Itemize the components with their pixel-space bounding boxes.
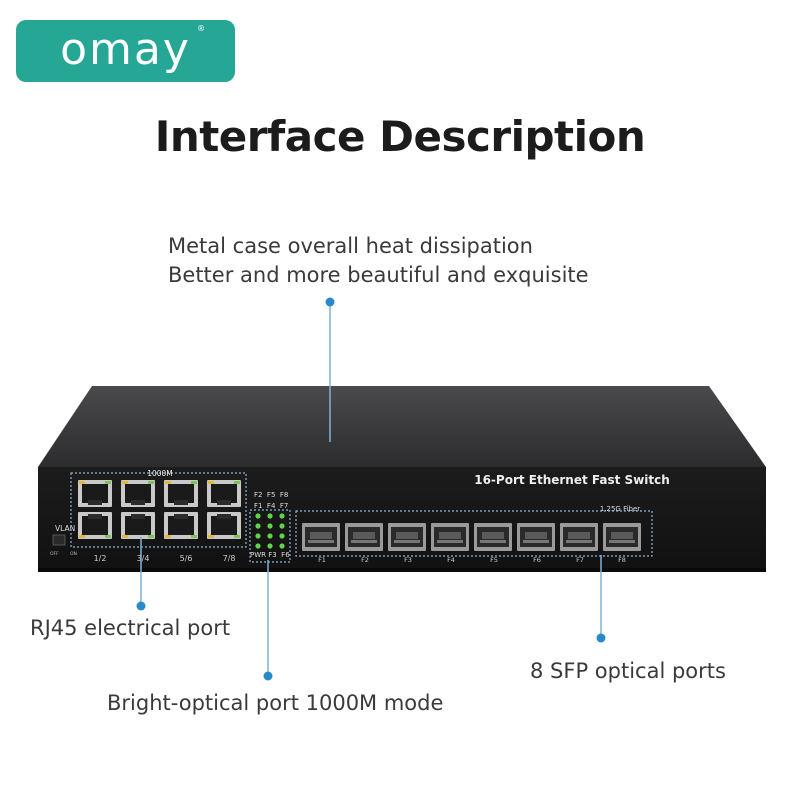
led-row-2-label: F1 F4 F7	[254, 502, 288, 510]
callout-dot-rj45	[136, 601, 146, 611]
sfp-port[interactable]	[560, 523, 598, 551]
rj45-port-label: 1/2	[94, 554, 107, 563]
sfp-port[interactable]	[302, 523, 340, 551]
status-led	[255, 543, 261, 549]
led-group-outline	[249, 509, 291, 563]
sfp-port[interactable]	[603, 523, 641, 551]
sfp-port-label: F2	[361, 556, 369, 564]
sfp-port-label: F3	[404, 556, 412, 564]
status-led	[255, 513, 261, 519]
rj45-port[interactable]	[78, 480, 112, 507]
led-row-1-label: F2 F5 F8	[254, 491, 288, 499]
front-label: 16-Port Ethernet Fast Switch	[474, 473, 670, 487]
sfp-port-label: F8	[618, 556, 626, 564]
rj45-port[interactable]	[207, 512, 241, 539]
case-description: Metal case overall heat dissipation Bett…	[168, 232, 589, 290]
sfp-port[interactable]	[474, 523, 512, 551]
vlan-off-label: OFF	[50, 551, 59, 557]
sfp-port-label: F7	[576, 556, 584, 564]
rj45-group-label: 1000M	[147, 469, 173, 478]
rj45-port-label: 5/6	[180, 554, 193, 563]
sfp-group-label: 1.25G Fiber	[600, 505, 640, 513]
status-led	[267, 523, 273, 529]
status-led	[279, 543, 285, 549]
sfp-group-outline	[295, 510, 653, 557]
rj45-ports	[78, 480, 241, 539]
status-led	[279, 523, 285, 529]
status-led	[279, 513, 285, 519]
led-row-3-label: PWR F3 F6	[250, 551, 290, 559]
vlan-on-label: ON	[70, 551, 77, 557]
logo-text: omay	[60, 23, 191, 75]
rj45-port-labels: 1/2 3/4 5/6 7/8	[94, 554, 236, 563]
front-bottom-edge	[38, 568, 766, 572]
status-led	[267, 513, 273, 519]
callout-dot-sfp	[596, 633, 606, 643]
front-panel	[38, 467, 766, 570]
rj45-port[interactable]	[78, 512, 112, 539]
sfp-note: 8 SFP optical ports	[530, 659, 726, 683]
rj45-note: RJ45 electrical port	[30, 616, 231, 640]
sfp-port-label: F4	[447, 556, 455, 564]
rj45-group-outline	[70, 472, 247, 548]
rj45-port[interactable]	[121, 512, 155, 539]
sfp-port[interactable]	[431, 523, 469, 551]
rj45-port[interactable]	[164, 512, 198, 539]
page-title: Interface Description	[154, 112, 646, 161]
brand-logo: omay ®	[16, 20, 235, 82]
rj45-port-label: 3/4	[137, 554, 150, 563]
status-led	[267, 533, 273, 539]
callout-dot-bright	[263, 671, 273, 681]
sfp-port[interactable]	[388, 523, 426, 551]
status-led	[279, 533, 285, 539]
sfp-port[interactable]	[345, 523, 383, 551]
sfp-ports	[302, 523, 641, 551]
rj45-port[interactable]	[164, 480, 198, 507]
rj45-port-label: 7/8	[223, 554, 236, 563]
status-led	[255, 533, 261, 539]
vlan-switch	[52, 534, 66, 546]
callout-dot-case	[325, 297, 335, 307]
rj45-port[interactable]	[121, 480, 155, 507]
sfp-port[interactable]	[517, 523, 555, 551]
sfp-port-label: F5	[490, 556, 498, 564]
registered-mark: ®	[197, 24, 205, 33]
rj45-port[interactable]	[207, 480, 241, 507]
sfp-port-label: F6	[533, 556, 541, 564]
status-led	[255, 523, 261, 529]
status-leds	[255, 513, 285, 549]
case-note-line-2: Better and more beautiful and exquisite	[168, 263, 589, 287]
case-top	[38, 386, 766, 467]
status-led	[267, 543, 273, 549]
sfp-port-label: F1	[318, 556, 326, 564]
sfp-port-labels: F1 F2 F3 F4 F5 F6 F7 F8	[318, 556, 626, 564]
case-note-line-1: Metal case overall heat dissipation	[168, 234, 533, 258]
vlan-label: VLAN	[55, 524, 75, 533]
bright-optical-note: Bright-optical port 1000M mode	[107, 691, 444, 715]
